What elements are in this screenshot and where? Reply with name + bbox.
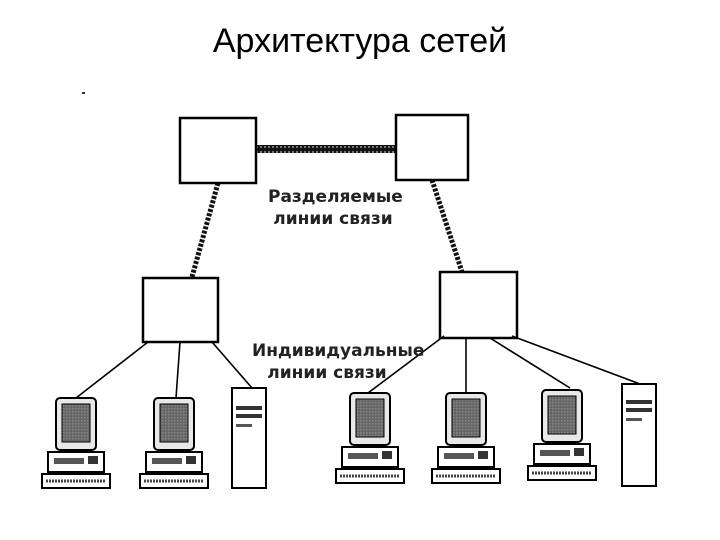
workstation-4	[431, 392, 501, 484]
individual-lines-label: Индивидуальные линии связи	[252, 340, 425, 384]
shared-lines-label-line2: линии связи	[273, 209, 393, 229]
shared-lines-label-line1: Разделяемые	[268, 187, 403, 207]
server-tower-right	[621, 383, 657, 487]
individual-lines-label-line1: Индивидуальные	[252, 341, 425, 361]
workstation-3	[335, 392, 405, 484]
server-tower-left	[231, 387, 267, 489]
individual-links-right	[367, 335, 641, 394]
shared-link-top	[256, 145, 396, 153]
slide-title: Архитектура сетей	[212, 22, 508, 60]
shared-link-right	[429, 179, 465, 273]
individual-lines-label-line2: линии связи	[267, 363, 387, 383]
individual-links-left	[75, 341, 253, 399]
workstation-1	[41, 397, 111, 489]
node-mid-left	[141, 276, 220, 344]
node-top-left	[178, 116, 258, 185]
node-mid-right	[438, 270, 519, 340]
workstation-2	[139, 397, 209, 489]
node-top-right	[394, 113, 470, 182]
shared-link-left	[189, 182, 221, 278]
shared-lines-label: Разделяемые линии связи	[268, 186, 403, 230]
workstation-5	[527, 389, 597, 481]
stray-dot	[82, 92, 85, 94]
